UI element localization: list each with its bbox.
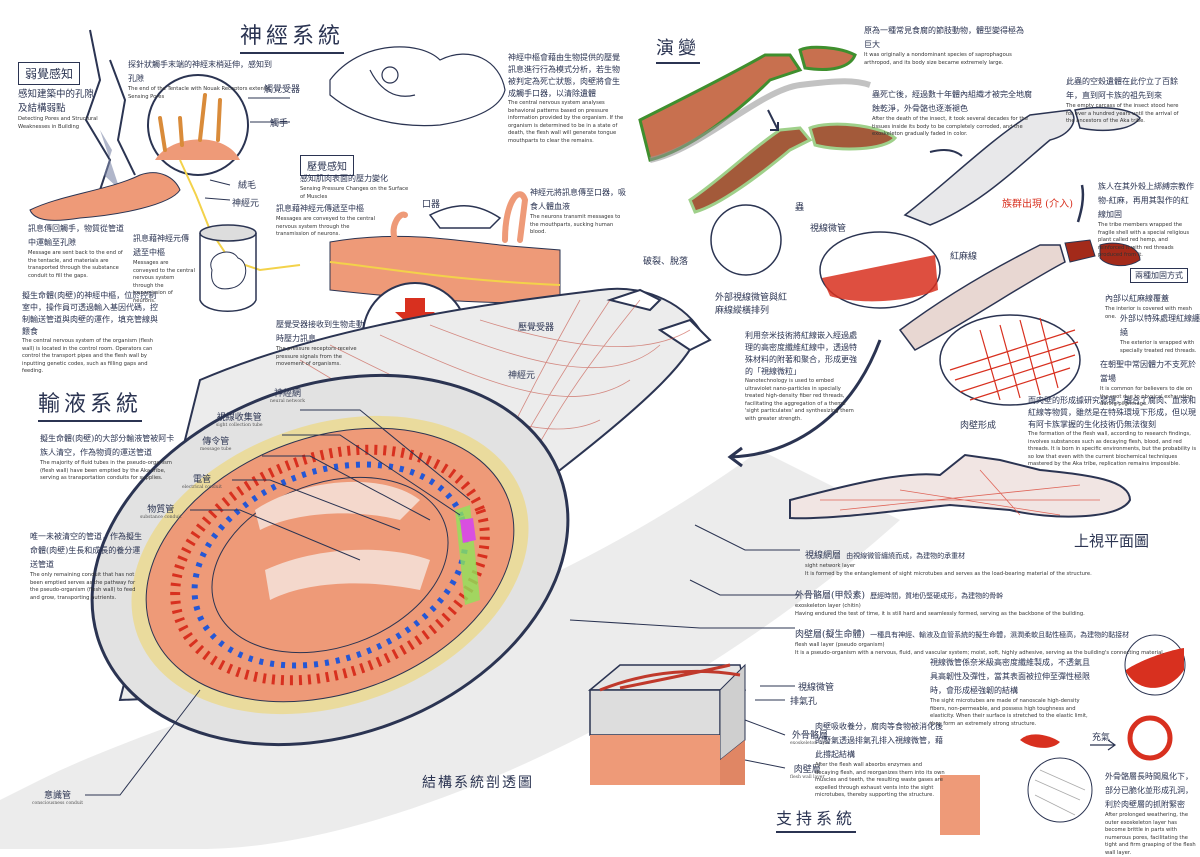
note-control-room: 擬生命體(肉壁)的神經中樞，位於控制室中，操作員可透過輸入基因代碼，控制輸送管道…	[22, 291, 158, 374]
evolution-bone-2	[688, 122, 898, 214]
note-sight-microtubes: 視線微管係奈米級高密度纖維製成，不透氣且具高韌性及彈性，當其表面被拉伸至彈性極限…	[930, 658, 1090, 727]
section-view-title: 結構系統剖透圖	[422, 775, 534, 791]
label-neuron: 神經元	[232, 199, 260, 209]
nervous-system-title: 神經系統	[240, 18, 345, 54]
label-bug: 蟲	[795, 203, 805, 213]
arrow-icon	[929, 148, 963, 157]
note-red-hemp: 族人在其外殼上綁縛宗教作物-紅麻，再用其製作的紅線加固 The tribe me…	[1098, 182, 1194, 258]
foot-drawing	[428, 205, 502, 229]
layer-exoskeleton: 外骨骼層(甲殼素) 歷經時間，質地仍堅硬成形，為建物的骨幹 exoskeleto…	[795, 591, 1085, 617]
support-system-title: 支持系統	[776, 805, 857, 833]
label-neural-network: 神經網 neural network	[270, 389, 305, 404]
note-suck-blood: 神經元將訊息傳至口器，吸食人體血液 The neurons transmit m…	[530, 188, 626, 235]
note-flesh-wall-formation: 而肉壁的形成據研究發現，融合了腐肉、血液和紅線等物質，雖然是在特殊環境下形成，但…	[1028, 396, 1197, 467]
weak-perception-tag: 弱覺感知	[18, 62, 81, 85]
label-red-hemp: 紅麻線	[950, 252, 978, 262]
note-pressure-receptor: 壓覺受器接收到生物走動時壓力訊息 The pressure receptors …	[276, 320, 364, 367]
tribe-intervention-label: 族群出現 (介入)	[1002, 199, 1073, 210]
label-hair: 絨毛	[238, 181, 257, 191]
reinforce-method-1: 內部以紅麻線覆蓋 The interior is covered with me…	[1105, 294, 1192, 320]
label-neuron-2: 神經元	[508, 371, 536, 381]
label-flesh-wall-layer: 肉壁層 flesh wall layer	[790, 765, 825, 780]
note-fluid-tubes: 擬生命體(肉壁)的大部分輸液管被阿卡族人清空，作為物資的運送管道 The maj…	[40, 434, 175, 481]
label-support-sight-tube: 視線微管	[798, 683, 835, 693]
label-sight-tube: 視線微管	[810, 224, 847, 234]
exo-detail-drawing	[940, 757, 1093, 835]
note-behavior-analysis: 神經中樞會藉由生物提供的壓覺訊息進行行為模式分析，若生物被判定為死亡狀態，肉壁將…	[508, 53, 624, 144]
label-crack: 破裂、脫落	[643, 257, 689, 267]
note-messages-back: 訊息傳回觸手，物質從管道中運輸至孔隙 Message are sent back…	[28, 224, 124, 279]
label-mouthpart: 口器	[422, 200, 441, 210]
note-pilgrimage: 在朝聖中常因體力不支死於當場 It is common for believer…	[1100, 360, 1196, 407]
note-neuron-transmit: 訊息藉神經元傳遞至中樞 Messages are conveyed to the…	[133, 234, 195, 304]
label-flesh-formation: 肉壁形成	[960, 421, 997, 431]
arrow-icon	[767, 109, 779, 131]
plan-view-title: 上視平面圖	[1074, 532, 1150, 550]
evolution-bone-4	[898, 239, 1141, 351]
label-consciousness-conduit: 意識管 consciousness conduit	[32, 791, 84, 806]
label-wrap: 外部視線微管與紅麻線縱橫排列	[715, 293, 788, 316]
reinforce-method-2: 外部以特殊處理紅線纏繞 The exterior is wrapped with…	[1120, 314, 1200, 354]
note-after-death: 蟲死亡後，經過數十年體內組織才被完全地腐蝕乾淨，外骨骼也逐漸褪色 After t…	[872, 90, 1032, 137]
inflate-diagram	[1020, 634, 1186, 761]
layer-sight-network: 視線網層 由視線微管纏繞而成，為建物的承重材 sight network lay…	[805, 551, 1092, 577]
layer-flesh-wall: 肉壁層(擬生命體) 一種具有神經、輸液及血管系統的擬生命體，濕潤柔軟且黏性極高，…	[795, 630, 1165, 656]
label-tentacle: 觸手	[270, 119, 289, 129]
note-tentacle-end: 探針狀觸手末端的神經末梢延伸，感知到孔隙 The end of the Tent…	[128, 60, 272, 100]
label-message-tube: 傳令管 message tube	[200, 437, 232, 452]
label-pressure-receptor: 壓覺受器	[518, 323, 555, 333]
note-nanotech: 利用奈米技術將紅線嵌入經過處理的高密度纖維紅線中，透過特殊材料的附著和聚合，形成…	[745, 331, 857, 422]
label-electrical-conduit: 電管 electrical conduit	[182, 475, 222, 490]
weak-perception-caption: 感知建築中的孔隙及結構弱點 Detecting Pores and Struct…	[18, 89, 98, 130]
evolution-bone-1	[638, 45, 871, 163]
creature-sketch	[329, 46, 506, 127]
note-remaining-conduit: 唯一未被清空的管道，作為擬生命體(肉壁)生長和成長的養分運送管道 The onl…	[30, 532, 142, 601]
label-touch-receptor: 觸覺受器	[264, 85, 301, 95]
evolution-bone-3	[903, 106, 1141, 226]
label-sight-collection-tube: 視線收集管 sight collection tube	[216, 413, 263, 428]
label-exoskeleton-layer: 外骨骼層 exoskeleton layer	[790, 731, 831, 746]
label-inflate: 充氣	[1092, 733, 1111, 743]
transport-system-title: 輸液系統	[38, 386, 143, 422]
label-vent: 排氣孔	[790, 697, 818, 707]
note-empty-carcass: 此蟲的空殼遺體在此佇立了百餘年，直到阿卡族的祖先到來 The empty car…	[1066, 77, 1179, 124]
note-original-species: 原為一種常見食腐的節肢動物，體型變得極為巨大 It was originally…	[864, 26, 1024, 66]
big-arrow-icon	[727, 339, 882, 468]
pressure-perception-tag: 壓覺感知	[300, 155, 354, 176]
plan-view-drawing	[789, 453, 1132, 520]
flesh-mass	[29, 172, 181, 221]
arrow-icon	[1076, 184, 1085, 223]
pressure-arrow-icon	[395, 298, 435, 330]
note-exhaust-gases: 肉壁吸收養分，腐肉等食物被消化後的廢氣透過排氣孔排入視線微管，藉此撐起結構 Af…	[815, 722, 945, 798]
control-room-jar	[199, 224, 257, 312]
evolution-title: 演變	[656, 34, 700, 64]
support-block-drawing	[587, 663, 746, 785]
pressure-perception-caption: 感知肌肉表面的壓力變化 Sensing Pressure Changes on …	[300, 174, 409, 200]
magnify-bug-circle	[710, 204, 782, 276]
label-substance-conduit: 物質管 substance conduit	[140, 505, 182, 520]
note-weathering: 外骨骼層長時間風化下，部分已脆化並形成孔洞，利於肉壁層的抓附緊密 After p…	[1105, 772, 1196, 856]
cross-section	[90, 373, 570, 747]
reinforce-methods-tag: 兩種加固方式	[1130, 268, 1188, 283]
note-pressure-transmit: 訊息藉神經元傳遞至中樞 Messages are conveyed to the…	[276, 204, 376, 237]
